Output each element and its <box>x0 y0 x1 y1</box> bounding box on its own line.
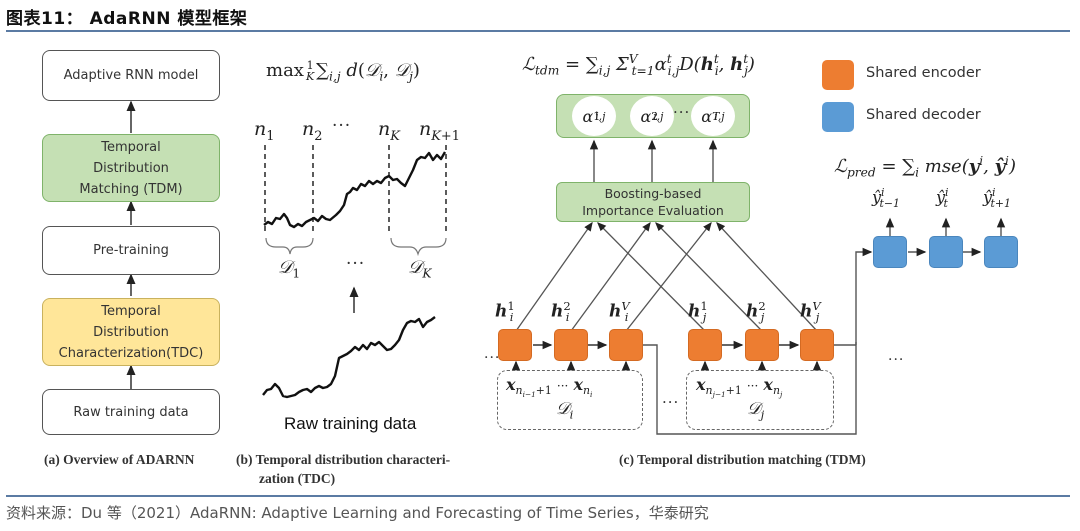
boosting-importance-evaluation-box: Boosting-based Importance Evaluation <box>556 182 750 222</box>
box-adaptive-rnn-model: Adaptive RNN model <box>42 50 220 101</box>
source-note: 资料来源：Du 等（2021）AdaRNN: Adaptive Learning… <box>6 504 709 522</box>
raw-series-line <box>262 316 436 399</box>
box-raw-training-data: Raw training data <box>42 389 220 435</box>
legend-label-decoder: Shared decoder <box>866 107 981 123</box>
route-hVi-to-decoder <box>643 342 857 435</box>
segment-j-label: 𝒟j <box>747 399 765 422</box>
segment-i-inputs <box>497 370 643 430</box>
source-rule <box>6 495 1070 497</box>
box-label: Raw training data <box>73 404 189 420</box>
caption-c: (c) Temporal distribution matching (TDM) <box>619 452 866 467</box>
figure-title: 图表11： AdaRNN 模型框架 <box>6 9 248 29</box>
encoder-cell-jV <box>800 329 834 361</box>
decoder-cell-2 <box>929 236 963 268</box>
caption-a: (a) Overview of ADARNN <box>44 452 195 467</box>
segment-i-input-range: xni−1+1 ··· xni <box>506 375 593 400</box>
split-label-n2: n2 <box>302 118 323 144</box>
caption-b: (b) Temporal distribution characteri- za… <box>236 452 451 486</box>
box-pre-training: Pre-training <box>42 226 220 275</box>
segment-label-dk: 𝒟K <box>408 257 432 281</box>
box-tdm: Temporal Distribution Matching (TDM) <box>42 134 220 202</box>
box-label: Temporal Distribution Characterization(T… <box>58 303 204 361</box>
segmented-series-line <box>263 151 447 229</box>
legend-label-encoder: Shared encoder <box>866 65 981 81</box>
split-label-nk: nK <box>378 118 400 144</box>
segment-i-label: 𝒟i <box>556 399 574 422</box>
line-hVj-to-boost <box>716 222 818 332</box>
decoder-trailing-ellipsis: ··· <box>888 352 905 368</box>
title-rule <box>6 30 1070 32</box>
encoder-leading-ellipsis: ··· <box>484 350 501 366</box>
decoder-cell-1 <box>873 236 907 268</box>
hidden-label-h1i: h1i <box>495 299 515 325</box>
raw-training-data-label: Raw training data <box>284 414 417 433</box>
decoder-cell-3 <box>984 236 1018 268</box>
box-tdc: Temporal Distribution Characterization(T… <box>42 298 220 366</box>
encoder-cell-iV <box>609 329 643 361</box>
encoder-cell-j2 <box>745 329 779 361</box>
segment-j-input-range: xnj−1+1 ··· xnj <box>696 375 783 400</box>
segment-ellipsis: ··· <box>346 254 366 274</box>
route-to-decoder-input <box>855 247 873 345</box>
line-h2j-to-boost <box>655 222 763 332</box>
hidden-label-h2i: h2i <box>551 299 571 325</box>
tdm-loss-formula: ℒtdm = ∑i,j ΣVt=1αti,jD(hti, htj) <box>522 52 755 78</box>
hidden-label-hVj: hVj <box>800 299 821 325</box>
output-label-t-1: ŷit−1 <box>872 186 900 210</box>
alpha-ellipsis: ··· <box>673 103 691 121</box>
line-h2i-to-boost <box>570 221 651 332</box>
output-label-t: ŷit <box>936 186 949 210</box>
line-hVi-to-boost <box>625 221 712 332</box>
split-label-n1: n1 <box>254 118 275 144</box>
output-label-t+1: ŷit+1 <box>983 186 1011 210</box>
segment-j-inputs <box>686 370 834 430</box>
encoder-cell-j1 <box>688 329 722 361</box>
segment-between-ellipsis: ··· <box>662 393 680 411</box>
hidden-label-h2j: h2j <box>746 299 766 325</box>
box-label: Pre-training <box>93 243 169 258</box>
segment-label-d1: 𝒟1 <box>278 257 301 281</box>
split-label-nk1: nK+1 <box>419 118 460 144</box>
pred-loss-formula: ℒpred = ∑i mse(yi, ŷi) <box>834 154 1016 180</box>
split-ellipsis: ··· <box>332 116 352 136</box>
line-h1i-to-boost <box>515 221 593 332</box>
legend-swatch-encoder <box>822 60 854 90</box>
brace-dk <box>390 237 447 257</box>
hidden-label-hVi: hVi <box>609 299 630 325</box>
hidden-label-h1j: h1j <box>688 299 708 325</box>
legend-swatch-decoder <box>822 102 854 132</box>
box-label: Adaptive RNN model <box>63 68 199 83</box>
brace-d1 <box>265 237 314 255</box>
encoder-cell-i1 <box>498 329 532 361</box>
box-label: Temporal Distribution Matching (TDM) <box>79 139 183 197</box>
line-h1j-to-boost <box>597 222 706 332</box>
encoder-cell-i2 <box>554 329 588 361</box>
